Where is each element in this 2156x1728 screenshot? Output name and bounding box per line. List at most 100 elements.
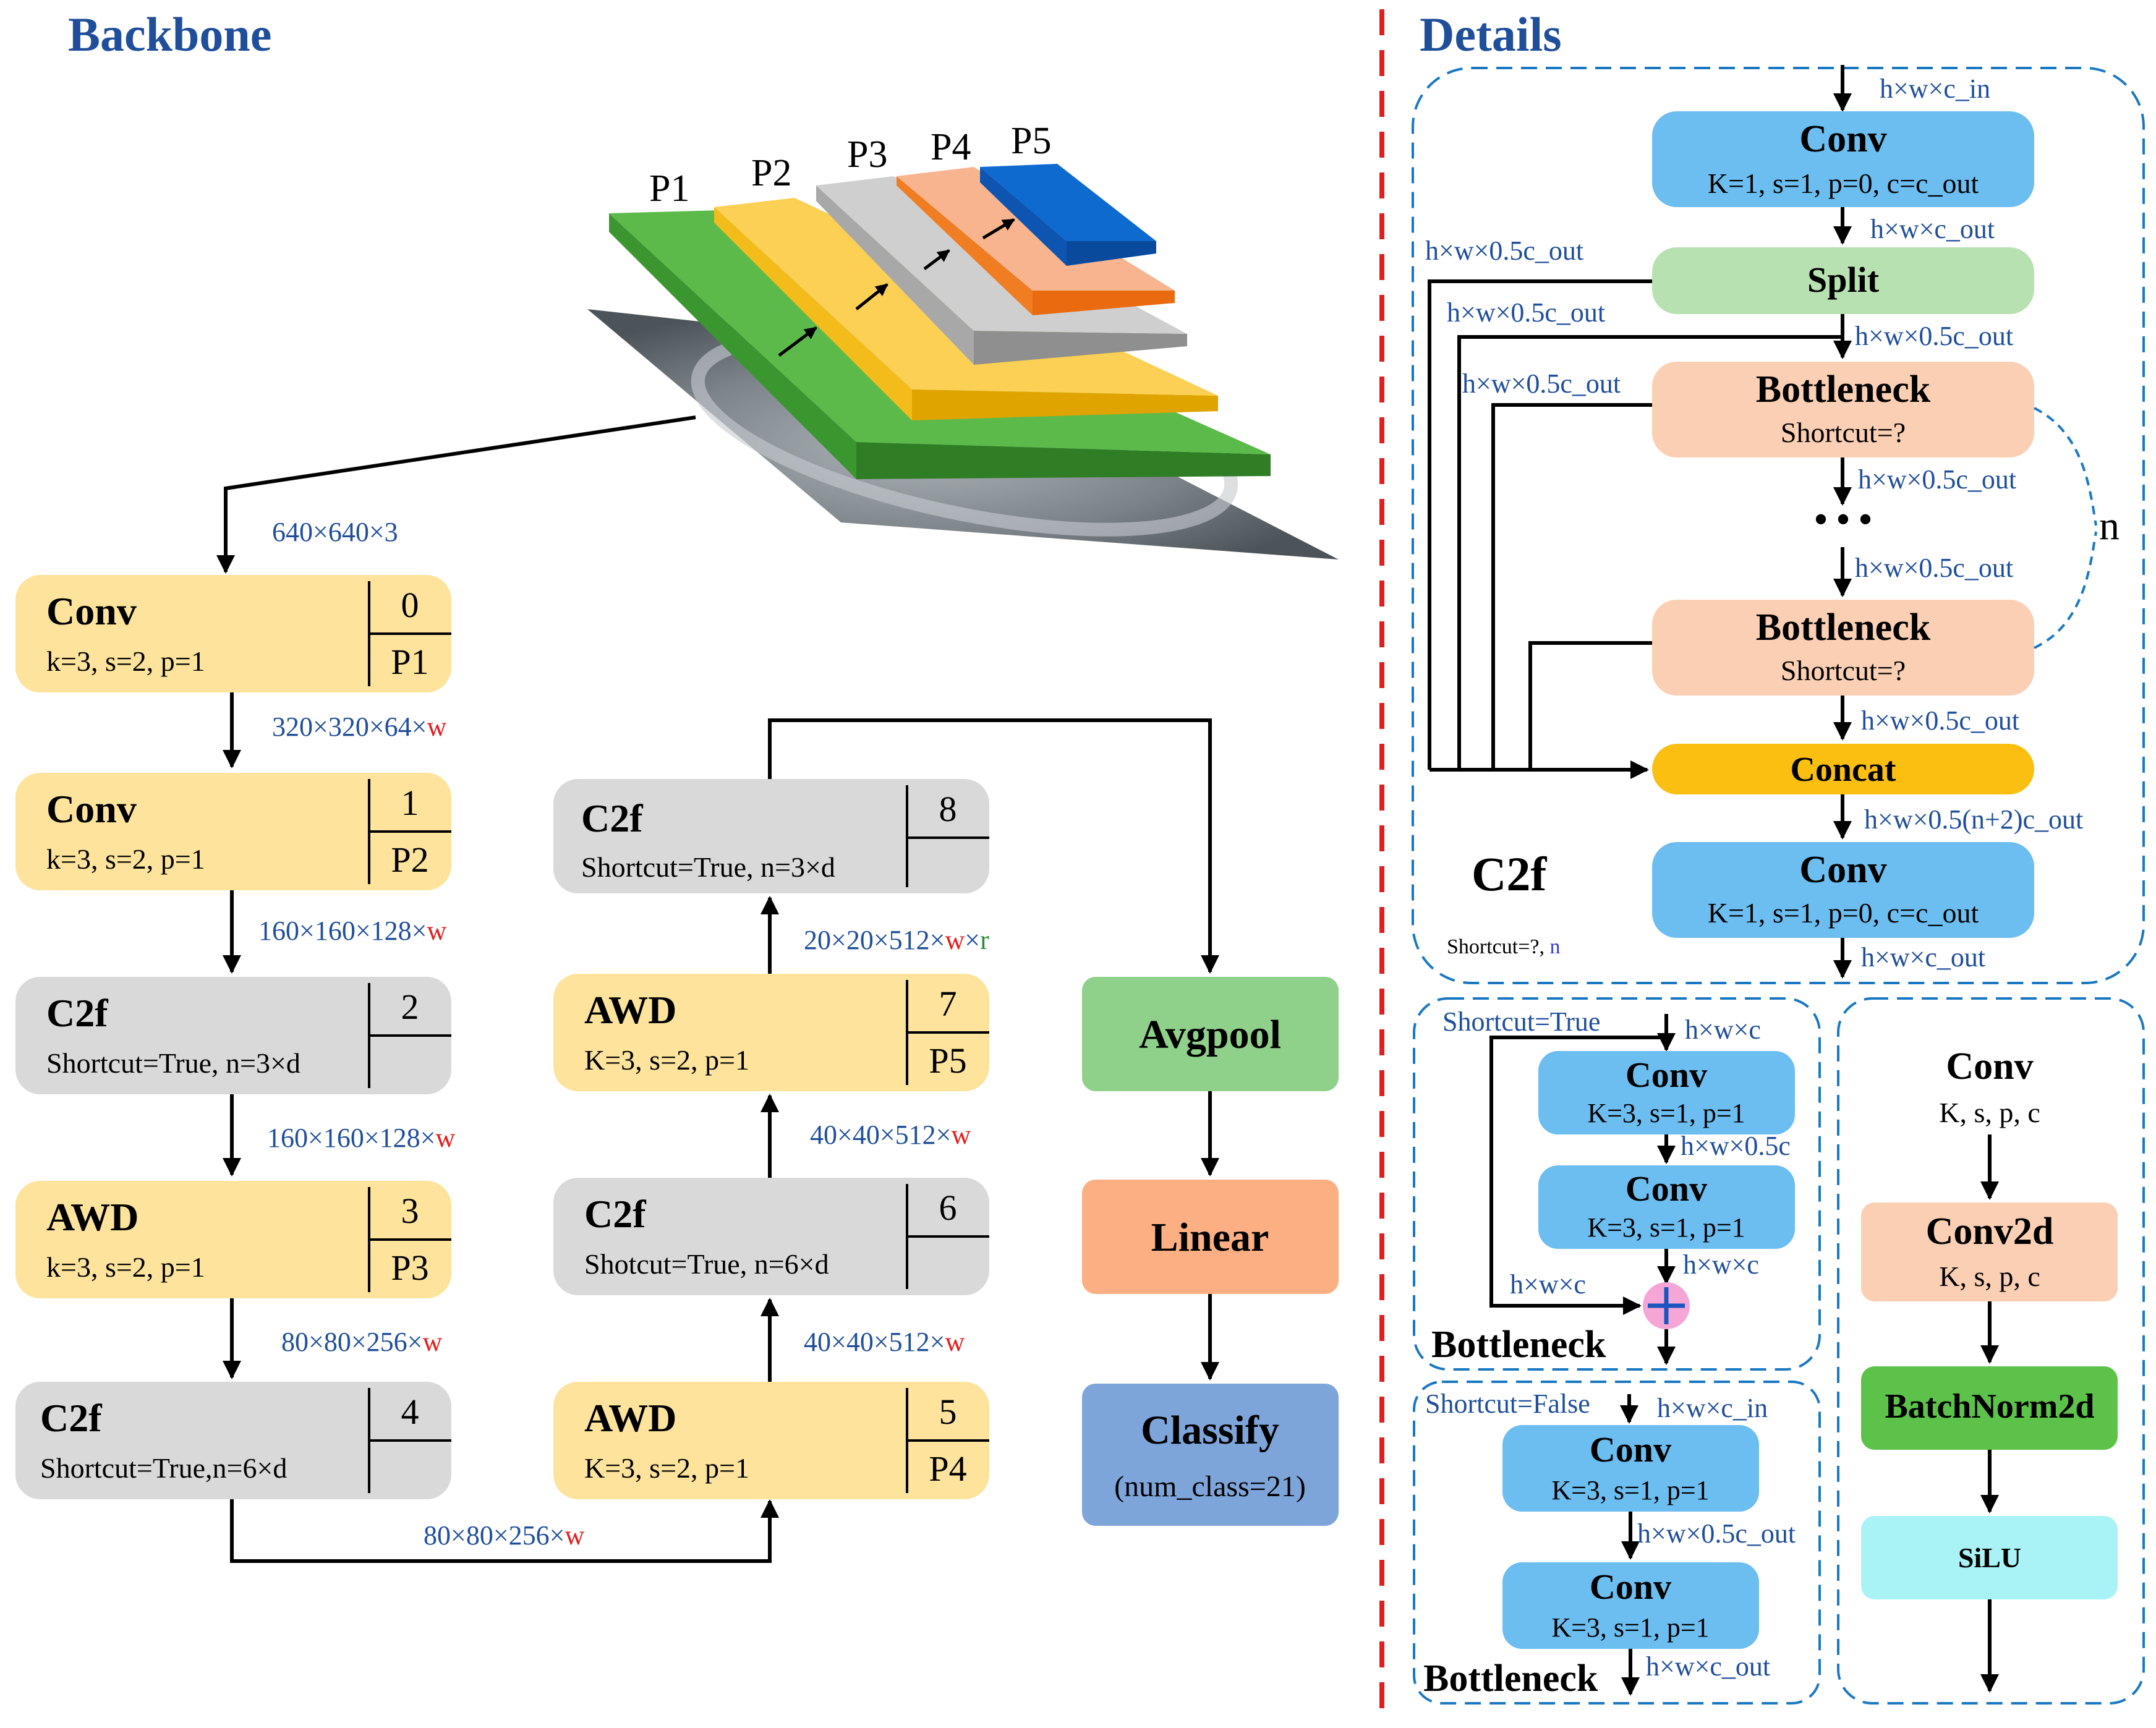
block-1-level: P2 xyxy=(391,840,428,880)
pyramid-arrow-3 xyxy=(923,249,950,270)
p4-layer-side xyxy=(1033,291,1175,315)
conv-def-params: K, s, p, c xyxy=(1939,1097,2040,1128)
block-0-index: 0 xyxy=(401,585,419,625)
conv-def-frame xyxy=(1837,997,2145,1705)
c2f-after-b1: h×w×0.5c_out xyxy=(1858,464,2016,495)
c2f-conv1-params: K=1, s=1, p=0, c=c_out xyxy=(1708,168,1979,199)
backbone-block-5: AWD K=3, s=2, p=1 5 P4 xyxy=(553,1382,989,1499)
arrow-4-5 xyxy=(230,1499,779,1563)
c2f-bottleneck-2-title: Bottleneck xyxy=(1756,607,1931,649)
c2f-branch-4 xyxy=(1528,641,1652,770)
batchnorm-label: BatchNorm2d xyxy=(1885,1387,2094,1426)
bt-true-shortcut: Shortcut=True xyxy=(1442,1007,1600,1037)
bt-true-in-shape: h×w×c xyxy=(1685,1015,1761,1045)
bt-false-out-shape: h×w×c_out xyxy=(1646,1651,1770,1682)
block-2-name: C2f xyxy=(46,991,108,1035)
block-6-params: Shotcut=True, n=6×d xyxy=(584,1248,829,1280)
conv2d-title: Conv2d xyxy=(1926,1211,2054,1253)
c2f-detail-panel: h×w×c_in Conv K=1, s=1, p=0, c=c_out h×w… xyxy=(1412,65,2145,984)
p3-layer-side xyxy=(974,331,1187,365)
c2f-after-concat: h×w×0.5(n+2)c_out xyxy=(1864,804,2083,835)
block-3-box xyxy=(15,1181,451,1298)
bt-false-conv1-box xyxy=(1502,1425,1759,1512)
details-title: Details xyxy=(1420,7,1562,61)
block-2-box xyxy=(15,977,451,1094)
block-3-name: AWD xyxy=(46,1195,138,1239)
linear-label: Linear xyxy=(1151,1215,1269,1260)
shape-6-7: 40×40×512×w xyxy=(810,1120,971,1150)
bt-false-frame xyxy=(1413,1381,1821,1705)
head-avgpool: Avgpool xyxy=(1082,977,1339,1091)
c2f-after-b2: h×w×0.5c_out xyxy=(1861,705,2019,736)
c2f-bottleneck-1-title: Bottleneck xyxy=(1756,368,1931,411)
batchnorm-box xyxy=(1861,1366,2118,1450)
block-5-params: K=3, s=2, p=1 xyxy=(584,1452,749,1484)
silu-label: SiLU xyxy=(1958,1542,2021,1573)
p5-layer-side xyxy=(1067,241,1156,266)
block-7-index: 7 xyxy=(939,984,957,1024)
classify-label: Classify xyxy=(1141,1408,1279,1453)
pyramid-label-p5: P5 xyxy=(1011,120,1051,162)
block-7-name: AWD xyxy=(584,988,676,1032)
c2f-after-conv1: h×w×c_out xyxy=(1870,214,1995,244)
conv2d-params: K, s, p, c xyxy=(1939,1261,2040,1292)
pyramid-label-p2: P2 xyxy=(751,152,791,194)
p2-layer-side xyxy=(912,389,1218,420)
bt-true-skip xyxy=(1489,1036,1666,1315)
classify-box xyxy=(1082,1384,1339,1526)
backbone-block-0: Conv k=3, s=2, p=1 0 P1 xyxy=(15,575,451,692)
bt-false-label: Bottleneck xyxy=(1423,1658,1598,1700)
feature-pyramid: P1 P2 P3 P4 P5 xyxy=(587,120,1339,560)
backbone-block-6: C2f Shotcut=True, n=6×d 6 xyxy=(553,1178,989,1295)
block-5-index: 5 xyxy=(939,1392,957,1432)
block-1-index: 1 xyxy=(401,783,419,823)
bt-true-conv1-box xyxy=(1538,1051,1795,1134)
conv-def-title: Conv xyxy=(1946,1045,2033,1087)
c2f-branch-1 xyxy=(1428,279,1652,770)
p5-layer-left xyxy=(980,167,1067,266)
c2f-conv1-title: Conv xyxy=(1799,118,1886,160)
c2f-conv2-box xyxy=(1652,842,2034,938)
block-3-params: k=3, s=2, p=1 xyxy=(46,1251,205,1283)
c2f-split-label: Split xyxy=(1807,260,1880,300)
c2f-out-shape: h×w×c_out xyxy=(1861,942,1985,973)
block-5-name: AWD xyxy=(584,1396,676,1440)
c2f-after-split: h×w×0.5c_out xyxy=(1855,321,2013,351)
c2f-bottleneck-2-box xyxy=(1652,600,2034,696)
c2f-branch-1-shape: h×w×0.5c_out xyxy=(1425,236,1583,266)
block-8-index: 8 xyxy=(939,789,957,829)
head-linear: Linear xyxy=(1082,1180,1339,1294)
shape-4-5: 80×80×256×w xyxy=(424,1520,584,1551)
avgpool-label: Avgpool xyxy=(1139,1012,1281,1057)
block-2-params: Shortcut=True, n=3×d xyxy=(46,1047,300,1079)
p1-layer-left xyxy=(609,213,856,479)
bt-true-conv1-title: Conv xyxy=(1626,1055,1707,1095)
linear-box xyxy=(1082,1180,1339,1294)
pyramid-arrow-4 xyxy=(982,218,1015,240)
avgpool-box xyxy=(1082,977,1339,1091)
bt-true-conv2-params: K=3, s=1, p=1 xyxy=(1587,1212,1745,1243)
head-classify: Classify (num_class=21) xyxy=(1082,1384,1339,1526)
block-1-name: Conv xyxy=(46,787,137,831)
shape-1-2: 160×160×128×w xyxy=(258,916,446,946)
c2f-repeat-brace xyxy=(2034,407,2097,649)
classify-sublabel: (num_class=21) xyxy=(1114,1470,1306,1503)
c2f-conv2-params: K=1, s=1, p=0, c=c_out xyxy=(1708,897,1979,929)
shape-0-1: 320×320×64×w xyxy=(272,712,446,742)
block-4-index: 4 xyxy=(401,1392,419,1432)
block-4-params: Shortcut=True,n=6×d xyxy=(40,1452,287,1484)
block-4-box xyxy=(15,1382,451,1499)
bottleneck-true-panel: Shortcut=True h×w×c Conv K=3, s=1, p=1 h… xyxy=(1413,997,1821,1371)
c2f-conv2-title: Conv xyxy=(1799,849,1886,891)
shape-7-8: 20×20×512×w×r xyxy=(804,925,989,955)
pyramid-label-p1: P1 xyxy=(649,168,689,210)
c2f-in-shape: h×w×c_in xyxy=(1880,74,1990,104)
c2f-bottleneck-1-box xyxy=(1652,362,2034,458)
bt-false-in-shape: h×w×c_in xyxy=(1657,1393,1768,1423)
c2f-branch-2-shape: h×w×0.5c_out xyxy=(1447,297,1605,328)
conv-definition-panel: Conv K, s, p, c Conv2d K, s, p, c BatchN… xyxy=(1837,997,2145,1705)
c2f-bottleneck-2-sub: Shortcut=? xyxy=(1781,655,1906,686)
backbone-title: Backbone xyxy=(68,7,271,61)
c2f-concat-label: Concat xyxy=(1790,751,1896,789)
block-7-box xyxy=(553,974,989,1091)
